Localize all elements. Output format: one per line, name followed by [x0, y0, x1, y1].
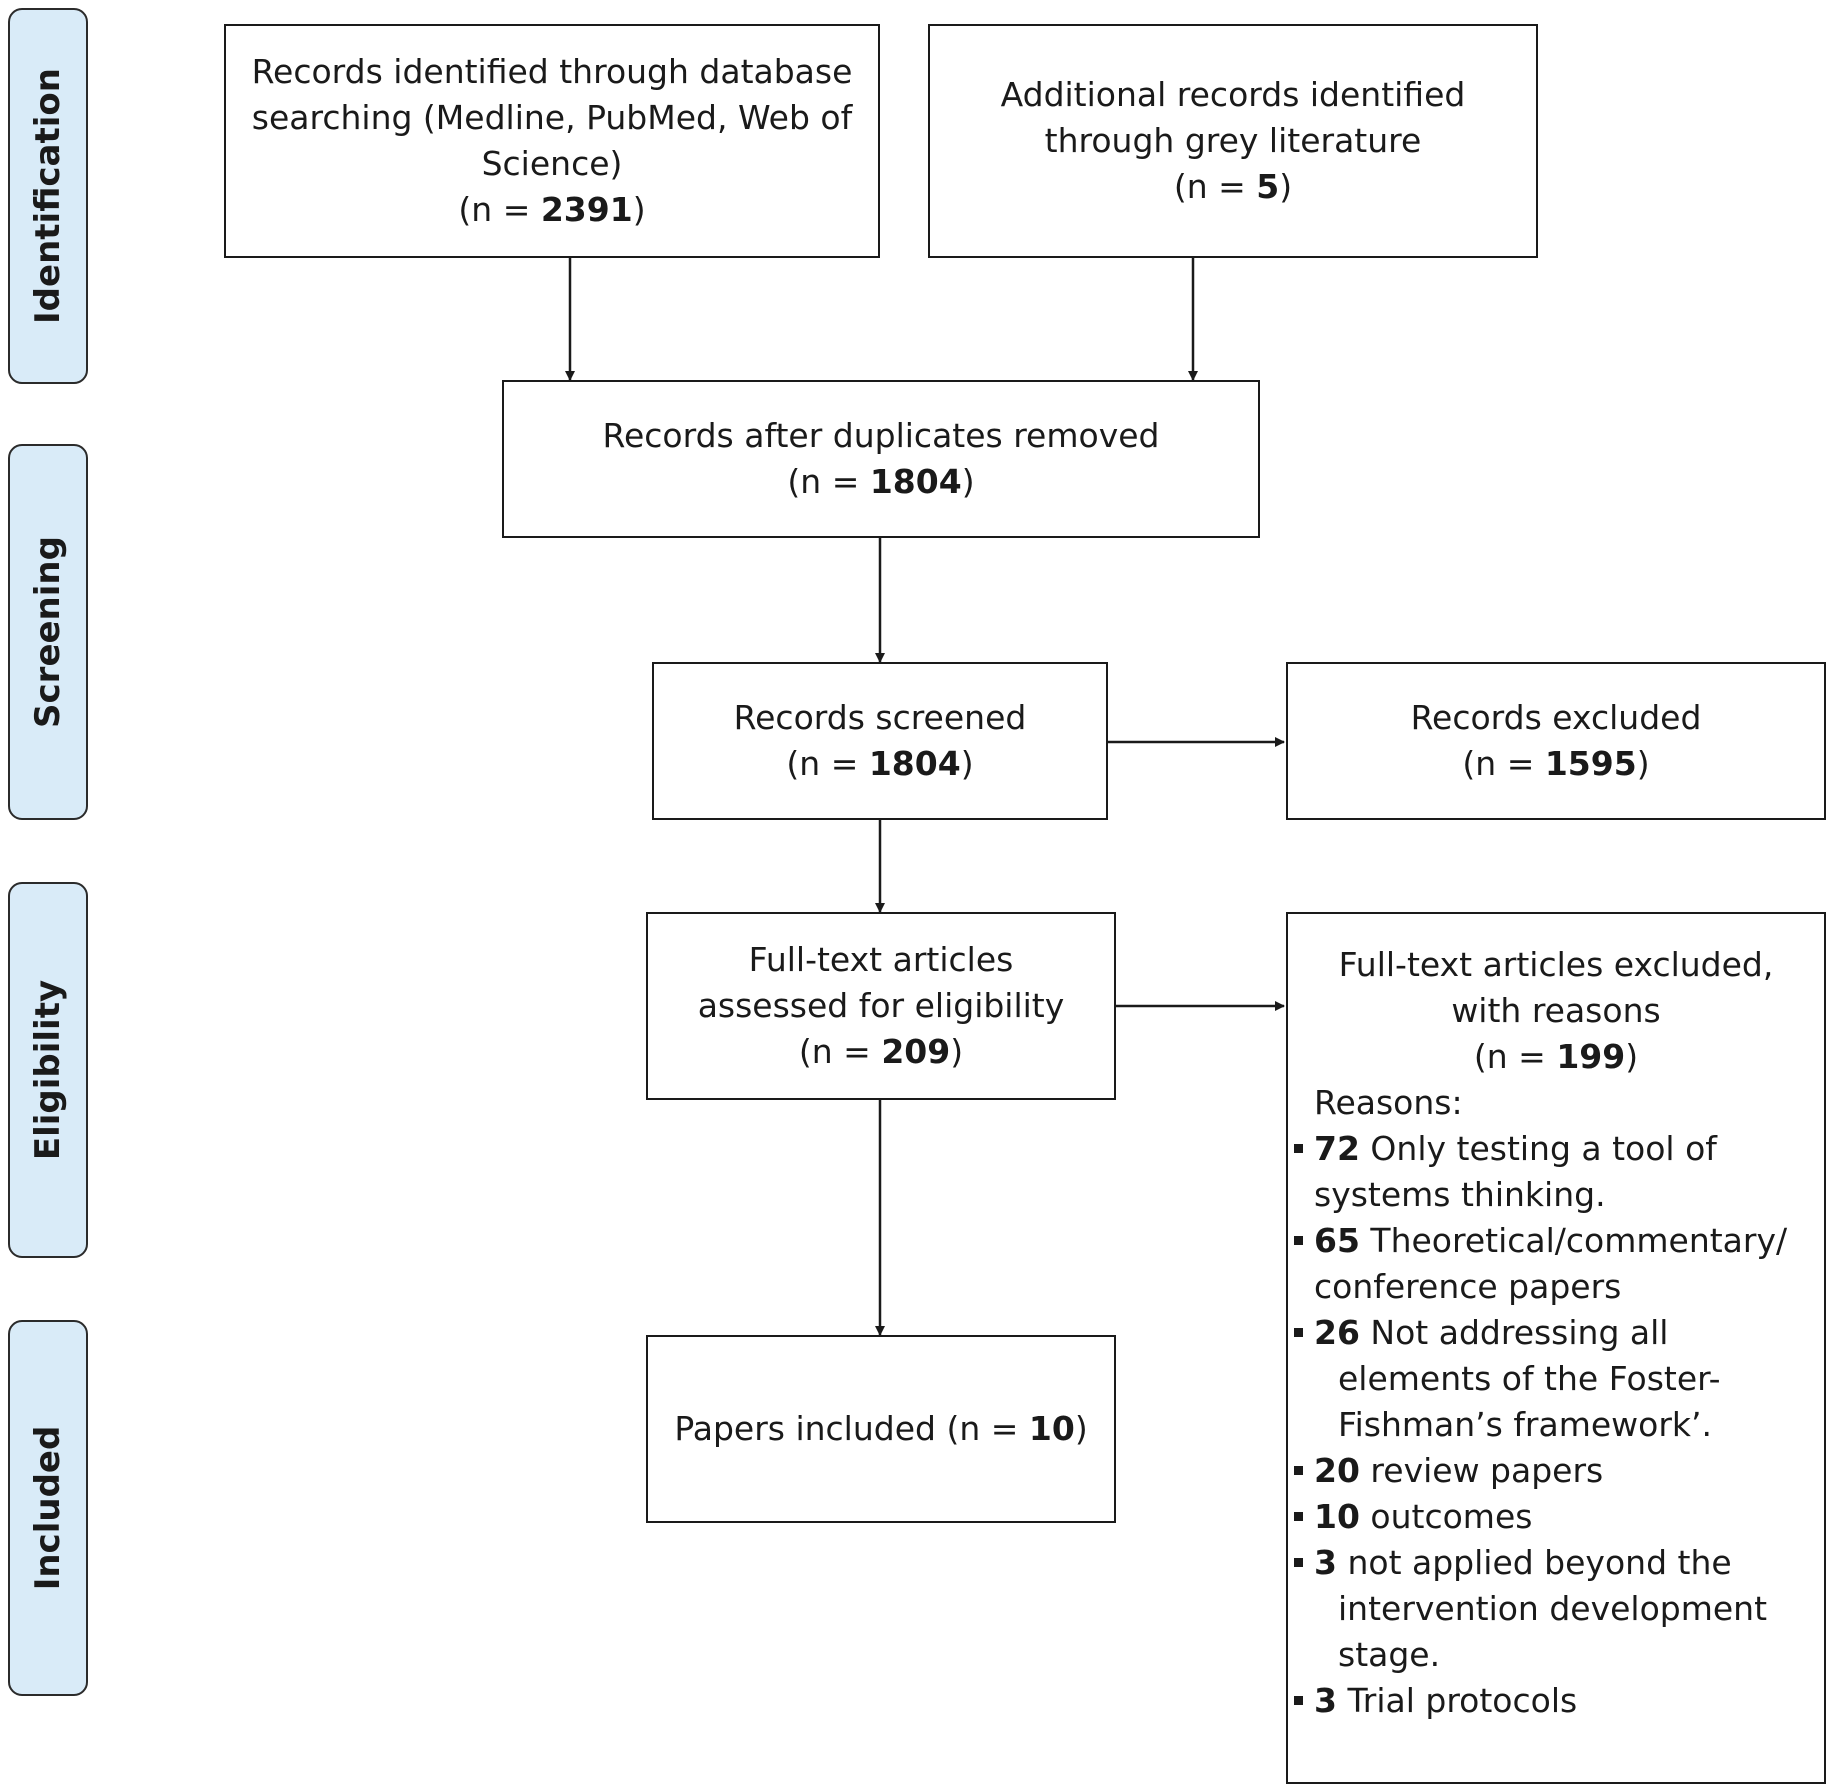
- reasons-label: Reasons:: [1314, 1083, 1463, 1122]
- box-text: Records identified through database sear…: [251, 52, 853, 183]
- box-fulltext-excluded: Full-text articles excluded, with reason…: [1286, 912, 1826, 1784]
- stage-included: Included: [8, 1320, 88, 1696]
- box-grey-literature: Additional records identified through gr…: [928, 24, 1538, 258]
- reason-item: 3 not applied beyond the intervention de…: [1288, 1540, 1824, 1678]
- excluded-count: (n = 199): [1473, 1037, 1639, 1076]
- stage-eligibility: Eligibility: [8, 882, 88, 1258]
- box-count: (n = 2391): [458, 190, 646, 229]
- box-fulltext-assessed: Full-text articles assessed for eligibil…: [646, 912, 1116, 1100]
- box-count: (n = 209): [798, 1032, 964, 1071]
- box-count: (n = 5): [1173, 167, 1293, 206]
- reason-item: 65 Theoretical/commentary/ conference pa…: [1288, 1218, 1824, 1310]
- box-text: Full-text articles assessed for eligibil…: [697, 940, 1065, 1025]
- box-text: Records after duplicates removed: [602, 416, 1160, 455]
- excluded-title: Full-text articles excluded, with reason…: [1338, 945, 1774, 1030]
- box-count: (n = 1804): [786, 744, 974, 783]
- reasons-list: 72 Only testing a tool of systems thinki…: [1288, 1126, 1824, 1724]
- reason-item: 26 Not addressing all elements of the Fo…: [1288, 1310, 1824, 1448]
- stage-screening: Screening: [8, 444, 88, 820]
- box-text: Records screened: [733, 698, 1027, 737]
- box-records-screened: Records screened (n = 1804): [652, 662, 1108, 820]
- box-count: Papers included (n = 10): [674, 1409, 1088, 1448]
- box-count: (n = 1804): [787, 462, 975, 501]
- box-text: Records excluded: [1410, 698, 1702, 737]
- box-duplicates-removed: Records after duplicates removed (n = 18…: [502, 380, 1260, 538]
- box-text: Additional records identified through gr…: [1000, 75, 1466, 160]
- stage-identification: Identification: [8, 8, 88, 384]
- reason-item: 10 outcomes: [1288, 1494, 1824, 1540]
- excluded-header: Full-text articles excluded, with reason…: [1288, 914, 1824, 1080]
- reason-item: 20 review papers: [1288, 1448, 1824, 1494]
- box-count: (n = 1595): [1462, 744, 1650, 783]
- box-database-records: Records identified through database sear…: [224, 24, 880, 258]
- box-papers-included: Papers included (n = 10): [646, 1335, 1116, 1523]
- reason-item: 3 Trial protocols: [1288, 1678, 1824, 1724]
- reason-item: 72 Only testing a tool of systems thinki…: [1288, 1126, 1824, 1218]
- box-records-excluded: Records excluded (n = 1595): [1286, 662, 1826, 820]
